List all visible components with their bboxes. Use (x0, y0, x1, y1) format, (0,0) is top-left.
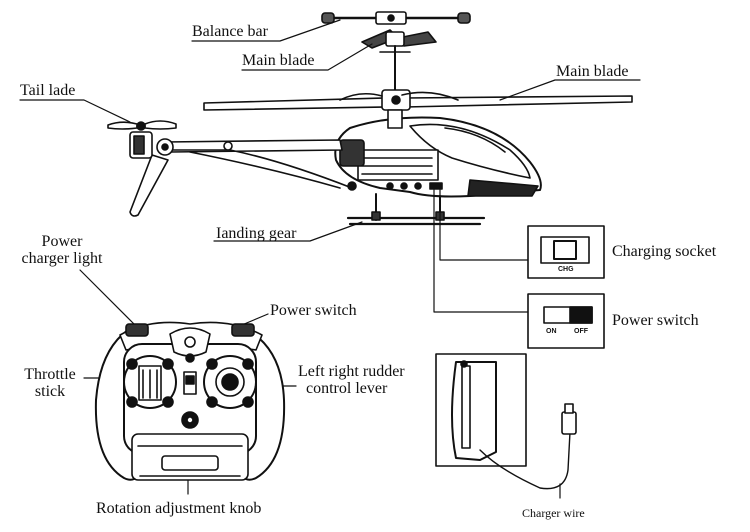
remote-controller (94, 321, 286, 481)
label-main-blade-right: Main blade (556, 63, 629, 80)
power-switch-box (527, 293, 605, 349)
switch-on-text: ON (546, 328, 557, 335)
balance-bar (321, 11, 471, 25)
switch-off-text: OFF (574, 328, 588, 335)
socket-chg-text: CHG (558, 266, 574, 273)
label-power-switch-remote: Power switch (270, 302, 357, 319)
helicopter-body (334, 109, 542, 198)
label-balance-bar: Balance bar (192, 23, 268, 40)
label-charger-wire: Charger wire (522, 506, 585, 520)
label-charging-socket: Charging socket (612, 243, 717, 260)
tail-boom (129, 131, 357, 217)
label-main-blade-top: Main blade (242, 52, 315, 69)
upper-main-blade (361, 29, 437, 93)
charging-socket-box (527, 225, 605, 279)
label-tail-blade: Tail lade (20, 82, 76, 99)
label-rotation-knob: Rotation adjustment knob (96, 500, 262, 517)
label-throttle-2: stick (34, 383, 66, 400)
main-rotor-blade (203, 89, 633, 111)
leader-lines (19, 19, 641, 499)
label-landing-gear: Ianding gear (216, 225, 297, 242)
landing-gear (346, 193, 486, 226)
label-power-charger-light-1: Power (41, 233, 83, 250)
label-power-switch-heli: Power switch (612, 312, 699, 329)
label-power-charger-light-2: charger light (21, 250, 103, 267)
label-rudder-1: Left right rudder (298, 363, 405, 380)
tail-rotor (107, 120, 177, 131)
charger-wire-picture (435, 353, 577, 490)
label-rudder-2: control lever (306, 380, 388, 397)
label-throttle-1: Throttle (24, 366, 76, 383)
